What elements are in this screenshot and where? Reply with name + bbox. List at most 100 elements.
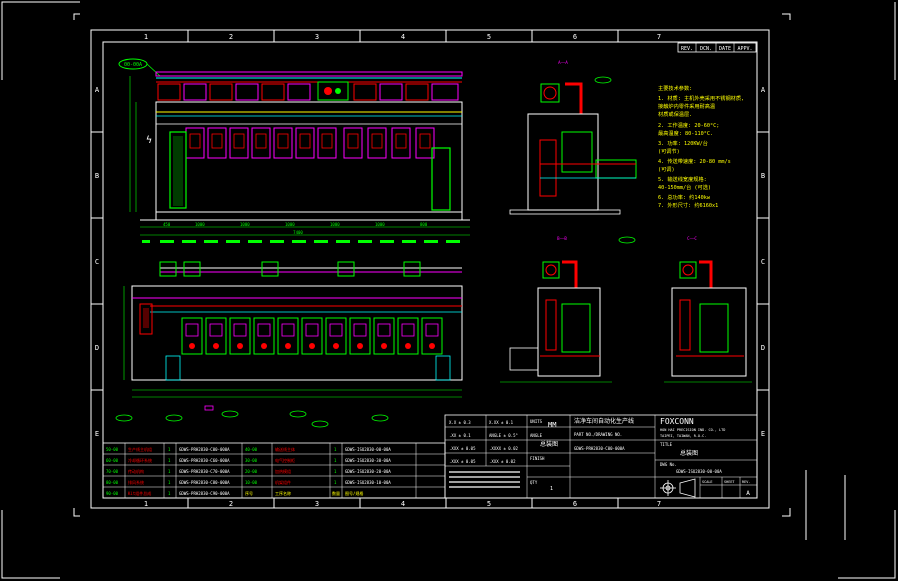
- row-label: D: [95, 344, 99, 352]
- rev-label: REV.: [742, 480, 750, 484]
- bom-cell: 1: [168, 447, 171, 452]
- row-label: B: [761, 172, 765, 180]
- projection-symbol-icon: [660, 478, 696, 498]
- sheet-number: 1: [550, 486, 553, 492]
- plan-view[interactable]: [115, 261, 463, 428]
- svg-text:ANGLE: ANGLE: [530, 433, 543, 438]
- finish-label: FINISH: [530, 456, 545, 461]
- row-labels-right: A B C D E: [761, 86, 766, 438]
- spec-line: 1. 材质: 主机外壳采用不锈钢材质,: [658, 94, 744, 102]
- bom-table: 50-00 生产线主机组 1 GDWS-PRH2830-C00-000A 40-…: [102, 442, 446, 499]
- bom-cell: 排风系统: [128, 479, 144, 485]
- svg-text:.XXXX ± 0.02: .XXXX ± 0.02: [489, 446, 518, 451]
- col-label: 1: [144, 33, 148, 41]
- bom-cell: 90-00: [106, 491, 119, 496]
- row-label: E: [761, 430, 765, 438]
- bom-cell: 冷却循环系统: [128, 457, 152, 463]
- column-labels-bottom: 1 2 3 4 5 6 7: [144, 500, 661, 508]
- col-label: 5: [487, 500, 491, 508]
- company-address-1: HON HAI PRECISION IND. CO., LTD: [660, 428, 725, 432]
- bom-cell: GDWS-ISU2830-10-00A: [345, 480, 391, 485]
- bom-cell: 70-00: [106, 469, 119, 474]
- bom-cell: 序号: [245, 490, 253, 496]
- svg-text:1000: 1000: [285, 222, 295, 227]
- front-elevation-view[interactable]: 00-00A: [118, 58, 470, 236]
- spec-line: 40-150mm/台 (可选): [658, 183, 711, 191]
- section-view-b[interactable]: B——B: [500, 236, 612, 383]
- dwg-label: DWG No.: [660, 462, 677, 467]
- row-label: C: [761, 258, 765, 266]
- section-label: A——A: [558, 60, 568, 65]
- bom-cell: 80-00: [106, 480, 119, 485]
- bom-cell: 1: [334, 447, 337, 452]
- col-label: 6: [573, 33, 577, 41]
- rev-header: APPV.: [737, 46, 752, 52]
- col-label: 6: [573, 500, 577, 508]
- bom-cell: 传动机构: [128, 468, 144, 474]
- bom-cell: 1: [168, 480, 171, 485]
- col-label: 7: [657, 500, 661, 508]
- bom-cell: Kit组件总成: [128, 490, 151, 496]
- grid-ticks: [91, 30, 769, 508]
- svg-text:450: 450: [163, 222, 171, 227]
- row-label: C: [95, 258, 99, 266]
- bom-cell: GDWS-ISU2830-00-00A: [345, 447, 391, 452]
- row-label: A: [761, 86, 766, 94]
- bom-cell: GDWS-PRH2830-C90-000A: [179, 491, 230, 496]
- svg-text:7400: 7400: [293, 230, 303, 235]
- bom-cell: 50-00: [106, 447, 119, 452]
- bom-cell: 机架组件: [275, 479, 291, 485]
- svg-text:X.XX ± 0.1: X.XX ± 0.1: [489, 420, 514, 425]
- svg-text:UNITS: UNITS: [530, 419, 543, 424]
- dwg-number: GDWS-ISU2830-00-00A: [676, 469, 722, 474]
- bom-cell: 60-00: [106, 458, 119, 463]
- spec-line: (可调): [658, 165, 675, 173]
- company-name: FOXCONN: [660, 417, 694, 426]
- bom-cell: 加热模组: [275, 468, 291, 474]
- svg-text:.XXX ± 0.02: .XXX ± 0.02: [489, 459, 516, 464]
- bom-cell: 输送线主体: [275, 446, 295, 452]
- svg-text:.XXX ± 0.05: .XXX ± 0.05: [449, 446, 476, 451]
- col-label: 4: [401, 500, 405, 508]
- spec-line: 4. 传送带速度: 20-80 mm/s: [658, 157, 731, 165]
- side-view[interactable]: A——A: [509, 60, 637, 244]
- section-view-c[interactable]: C——C: [664, 236, 752, 383]
- svg-text:800: 800: [420, 222, 428, 227]
- project-title: 洁净车间自动化生产线: [574, 417, 634, 425]
- svg-text:1000: 1000: [195, 222, 205, 227]
- bom-cell: 1: [168, 491, 171, 496]
- svg-text:1000: 1000: [240, 222, 250, 227]
- svg-text:.XXX ± 0.05: .XXX ± 0.05: [449, 459, 476, 464]
- svg-text:.XX ± 0.1: .XX ± 0.1: [449, 433, 471, 438]
- qty-label: QTY: [530, 480, 538, 485]
- view-name: 总装图: [540, 440, 558, 448]
- section-label: B——B: [557, 236, 567, 241]
- bom-cell: GDWS-ISU2830-30-00A: [345, 458, 391, 463]
- col-label: 3: [315, 500, 319, 508]
- rev-header: DATE: [719, 46, 731, 52]
- revision-value: A: [746, 490, 750, 497]
- col-label: 5: [487, 33, 491, 41]
- bom-cell: 1: [334, 458, 337, 463]
- spec-line: 6. 总功率: 约140kw: [658, 193, 711, 201]
- spec-title: 主要技术参数:: [658, 84, 692, 92]
- spec-line: 7. 外形尺寸: 约6160x1: [658, 201, 718, 209]
- bom-cell: 工序名称: [275, 490, 291, 496]
- bom-cell: 1: [168, 458, 171, 463]
- row-label: B: [95, 172, 99, 180]
- bom-cell: 40-00: [245, 447, 258, 452]
- bom-cell: 1: [168, 469, 171, 474]
- rev-header: REV.: [681, 46, 693, 52]
- spec-line: 材质或保温层.: [658, 110, 692, 118]
- bom-cell: 20-00: [245, 469, 258, 474]
- spec-line: 5. 输送线宽度规格:: [658, 175, 707, 183]
- col-label: 2: [229, 33, 233, 41]
- bom-cell: GDWS-PRH2830-C60-000A: [179, 458, 230, 463]
- drawing-number: GDWS-PRH2830-C00-000A: [574, 446, 625, 451]
- col-label: 2: [229, 500, 233, 508]
- rev-header: DCN.: [700, 46, 712, 52]
- spec-line: 2. 工作温度: 20-60°C;: [658, 121, 719, 129]
- bom-cell: 1: [334, 480, 337, 485]
- spec-line: 接触炉内零件采用耐高温: [658, 102, 715, 110]
